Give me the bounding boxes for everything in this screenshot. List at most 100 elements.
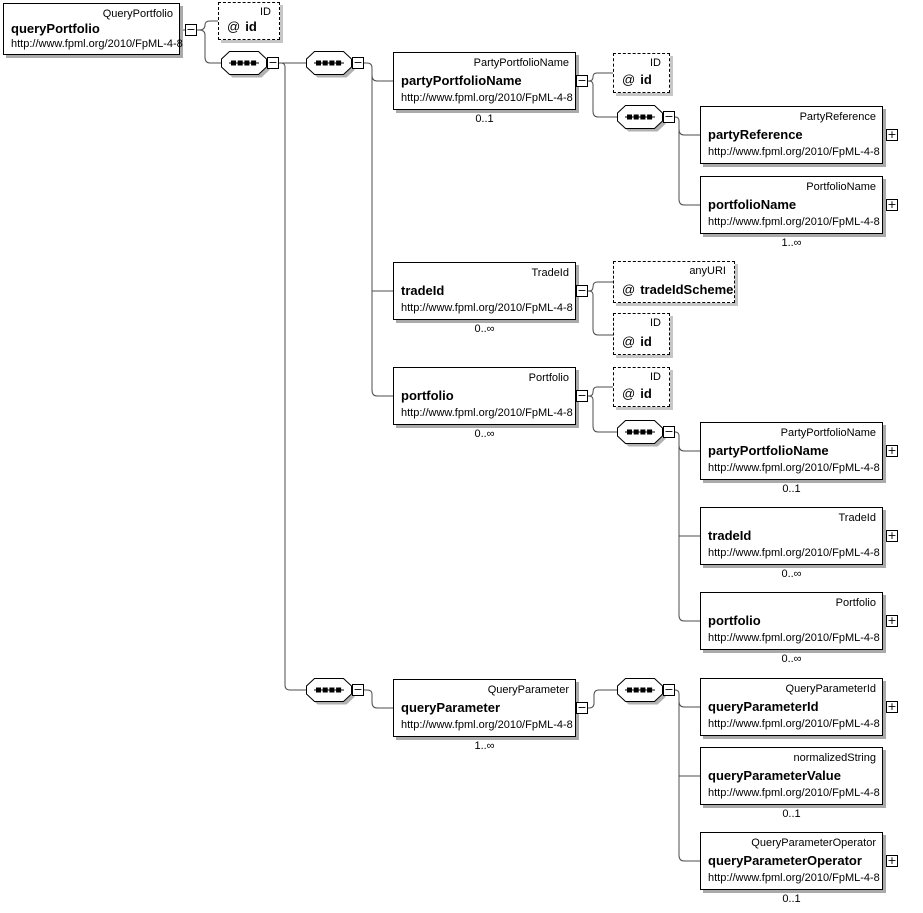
type-label: QueryParameterOperator (751, 837, 876, 849)
cardinality-label: 0..1 (782, 483, 801, 495)
element-box-query-parameter[interactable]: QueryParameter queryParameter http://www… (393, 679, 576, 737)
attribute-box-id[interactable]: ID @id (613, 53, 670, 93)
attribute-name: @tradeIdScheme (622, 282, 734, 297)
element-box-trade-id[interactable]: TradeId tradeId http://www.fpml.org/2010… (393, 262, 576, 320)
element-name: queryPortfolio (11, 21, 100, 36)
type-label: ID (650, 57, 661, 69)
namespace-url: http://www.fpml.org/2010/FpML-4-8 (401, 407, 573, 419)
namespace-url: http://www.fpml.org/2010/FpML-4-8 (708, 547, 880, 559)
element-name: tradeId (401, 283, 445, 298)
attribute-name: @id (622, 72, 652, 87)
sequence-icon[interactable] (617, 105, 667, 133)
element-box-portfolio[interactable]: Portfolio portfolio http://www.fpml.org/… (393, 367, 576, 425)
namespace-url: http://www.fpml.org/2010/FpML-4-8 (401, 92, 573, 104)
sequence-icon[interactable] (221, 51, 271, 79)
expand-toggle-icon[interactable]: + (886, 854, 898, 867)
element-box-party-reference[interactable]: PartyReference partyReference http://www… (700, 106, 883, 164)
collapse-toggle-icon[interactable]: − (663, 425, 675, 438)
element-name: portfolio (401, 388, 454, 403)
expand-toggle-icon[interactable]: + (886, 128, 898, 141)
type-label: PartyReference (799, 111, 876, 123)
type-label: PartyPortfolioName (473, 57, 569, 69)
attribute-box-id[interactable]: ID @id (613, 367, 670, 407)
at-sign-icon: @ (227, 19, 241, 34)
element-box-party-portfolio-name[interactable]: PartyPortfolioName partyPortfolioName ht… (700, 422, 883, 480)
expand-toggle-icon[interactable]: + (886, 700, 898, 713)
collapse-toggle-icon[interactable]: − (576, 389, 588, 402)
attribute-box-trade-id-scheme[interactable]: anyURI @tradeIdScheme (613, 261, 735, 303)
collapse-toggle-icon[interactable]: − (576, 701, 588, 714)
attribute-name: @id (227, 19, 257, 34)
namespace-url: http://www.fpml.org/2010/FpML-4-8 (708, 462, 880, 474)
namespace-url: http://www.fpml.org/2010/FpML-4-8 (401, 719, 573, 731)
namespace-url: http://www.fpml.org/2010/FpML-4-8 (708, 718, 880, 730)
element-name: portfolioName (708, 197, 797, 212)
element-name: partyPortfolioName (401, 73, 522, 88)
attribute-box-id[interactable]: ID @id (613, 313, 670, 355)
cardinality-label: 1..∞ (781, 237, 802, 249)
cardinality-label: 0..∞ (474, 428, 495, 440)
element-box-trade-id[interactable]: TradeId tradeId http://www.fpml.org/2010… (700, 507, 883, 565)
element-box-query-parameter-operator[interactable]: QueryParameterOperator queryParameterOpe… (700, 832, 883, 890)
type-label: anyURI (689, 265, 726, 277)
at-sign-icon: @ (622, 72, 636, 87)
namespace-url: http://www.fpml.org/2010/FpML-4-8 (11, 38, 183, 50)
element-name: queryParameterOperator (708, 853, 862, 868)
namespace-url: http://www.fpml.org/2010/FpML-4-8 (708, 146, 880, 158)
type-label: TradeId (838, 512, 876, 524)
collapse-toggle-icon[interactable]: − (576, 284, 588, 297)
collapse-toggle-icon[interactable]: − (352, 56, 364, 69)
namespace-url: http://www.fpml.org/2010/FpML-4-8 (708, 216, 880, 228)
collapse-toggle-icon[interactable]: − (576, 74, 588, 87)
type-label: Portfolio (528, 372, 569, 384)
collapse-toggle-icon[interactable]: − (663, 683, 675, 696)
type-label: QueryPortfolio (102, 8, 173, 20)
namespace-url: http://www.fpml.org/2010/FpML-4-8 (708, 632, 880, 644)
element-name: partyPortfolioName (708, 443, 829, 458)
namespace-url: http://www.fpml.org/2010/FpML-4-8 (708, 787, 880, 799)
cardinality-label: 1..∞ (474, 740, 495, 752)
collapse-toggle-icon[interactable]: − (663, 110, 675, 123)
collapse-toggle-icon[interactable]: − (185, 23, 197, 36)
element-box-query-parameter-value[interactable]: normalizedString queryParameterValue htt… (700, 747, 883, 805)
element-box-party-portfolio-name[interactable]: PartyPortfolioName partyPortfolioName ht… (393, 52, 576, 110)
expand-toggle-icon[interactable]: + (886, 198, 898, 211)
collapse-toggle-icon[interactable]: − (352, 683, 364, 696)
element-box-query-portfolio[interactable]: QueryPortfolio queryPortfolio http://www… (3, 3, 183, 55)
element-name: queryParameter (401, 700, 500, 715)
namespace-url: http://www.fpml.org/2010/FpML-4-8 (708, 872, 880, 884)
sequence-icon[interactable] (617, 420, 667, 448)
element-name: portfolio (708, 613, 761, 628)
collapse-toggle-icon[interactable]: − (267, 56, 279, 69)
at-sign-icon: @ (622, 282, 636, 297)
type-label: ID (260, 6, 271, 18)
type-label: PortfolioName (806, 181, 876, 193)
cardinality-label: 0..∞ (781, 568, 802, 580)
attribute-box-id[interactable]: ID @id (218, 2, 280, 40)
element-box-portfolio-name[interactable]: PortfolioName portfolioName http://www.f… (700, 176, 883, 234)
element-box-query-parameter-id[interactable]: QueryParameterId queryParameterId http:/… (700, 678, 883, 736)
cardinality-label: 0..∞ (781, 653, 802, 665)
cardinality-label: 0..∞ (474, 323, 495, 335)
type-label: PartyPortfolioName (780, 427, 876, 439)
element-name: queryParameterId (708, 699, 819, 714)
at-sign-icon: @ (622, 386, 636, 401)
attribute-name: @id (622, 386, 652, 401)
element-name: tradeId (708, 528, 752, 543)
sequence-icon[interactable] (306, 678, 356, 706)
expand-toggle-icon[interactable]: + (886, 614, 898, 627)
cardinality-label: 0..1 (782, 893, 801, 905)
type-label: QueryParameter (487, 684, 569, 696)
sequence-icon[interactable] (306, 51, 356, 79)
at-sign-icon: @ (622, 334, 636, 349)
cardinality-label: 0..1 (782, 808, 801, 820)
attribute-name: @id (622, 334, 652, 349)
expand-toggle-icon[interactable]: + (886, 529, 898, 542)
cardinality-label: 0..1 (475, 113, 494, 125)
element-box-portfolio[interactable]: Portfolio portfolio http://www.fpml.org/… (700, 592, 883, 650)
namespace-url: http://www.fpml.org/2010/FpML-4-8 (401, 302, 573, 314)
expand-toggle-icon[interactable]: + (886, 444, 898, 457)
sequence-icon[interactable] (617, 678, 667, 706)
